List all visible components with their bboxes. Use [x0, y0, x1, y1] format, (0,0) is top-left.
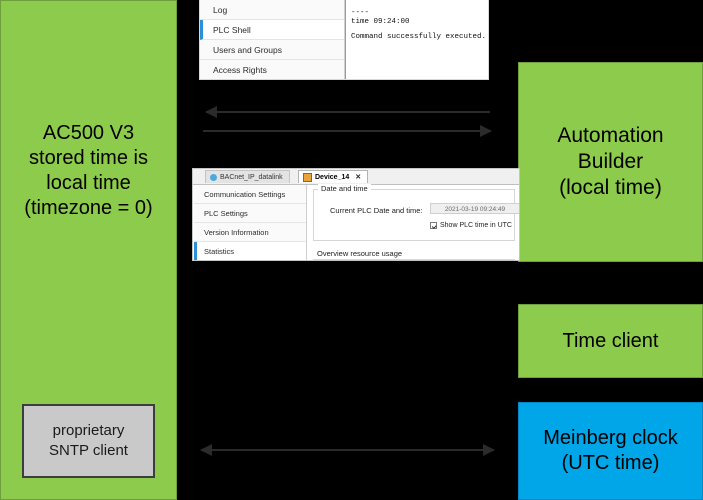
- console-line-status: Command successfully executed.: [351, 32, 487, 41]
- label-overview-resource-usage: Overview resource usage: [317, 249, 403, 258]
- sidebar-item-statistics[interactable]: Statistics: [194, 242, 306, 260]
- panel-time-client: Time client: [518, 304, 703, 378]
- arrow-bidirectional-bottom: [200, 443, 495, 457]
- console-line-time: time 09:24:00: [351, 18, 410, 27]
- panel-ac500-line-2: stored time is: [29, 147, 148, 169]
- box-sntp-line-1: proprietary: [52, 421, 125, 439]
- sidebar-item-access-rights[interactable]: Access Rights: [200, 60, 344, 79]
- panel-meinberg-line-2: (UTC time): [561, 452, 660, 474]
- tab-bacnet-ip-datalink-label: BACnet_IP_datalink: [220, 173, 283, 181]
- panel-ac500-line-4: (timezone = 0): [24, 197, 153, 219]
- sidebar-item-users-and-groups[interactable]: Users and Groups: [200, 40, 344, 60]
- box-sntp-line-2: SNTP client: [49, 442, 128, 459]
- panel-automation-builder: Automation Builder (local time): [518, 62, 703, 262]
- panel-meinberg-line-1: Meinberg clock: [543, 427, 678, 449]
- sidebar-item-plc-shell[interactable]: PLC Shell: [200, 20, 344, 40]
- plc-shell-sidebar: Log PLC Shell Users and Groups Access Ri…: [200, 0, 345, 79]
- group-date-and-time-title: Date and time: [318, 184, 371, 193]
- arrow-right-lower: [203, 124, 492, 138]
- tab-bacnet-ip-datalink[interactable]: BACnet_IP_datalink: [205, 170, 290, 183]
- box-sntp-label: proprietary SNTP client: [49, 421, 128, 462]
- device-icon: [303, 172, 312, 182]
- checkbox-show-plc-time-in-utc-label: Show PLC time in UTC: [440, 222, 512, 229]
- sidebar-item-communication-settings[interactable]: Communication Settings: [194, 185, 306, 204]
- device-content-pane: Date and time Current PLC Date and time:…: [307, 184, 519, 260]
- arrow-right-lower-line: [203, 130, 491, 132]
- panel-time-client-label: Time client: [562, 329, 659, 352]
- screenshot-device-statistics: BACnet_IP_datalink Device_14 ✕ Communica…: [192, 168, 520, 261]
- arrow-right-lower-head: [480, 125, 492, 137]
- device-sidebar: Communication Settings PLC Settings Vers…: [194, 185, 307, 260]
- close-icon[interactable]: ✕: [355, 173, 362, 181]
- checkbox-icon[interactable]: [430, 222, 437, 229]
- arrow-bidirectional-bottom-head-right: [483, 444, 495, 456]
- field-current-plc-date-and-time[interactable]: 2021-03-19 09:24:49: [430, 203, 519, 214]
- arrow-bidirectional-bottom-line: [201, 449, 494, 451]
- sidebar-item-version-information[interactable]: Version Information: [194, 223, 306, 242]
- box-proprietary-sntp-client: proprietary SNTP client: [22, 404, 155, 478]
- globe-icon: [210, 173, 217, 181]
- panel-automation-builder-label: Automation Builder (local time): [557, 123, 663, 202]
- arrow-left-upper-head: [205, 106, 217, 118]
- tab-device-14[interactable]: Device_14 ✕: [298, 170, 369, 183]
- device-tab-bar: BACnet_IP_datalink Device_14 ✕: [193, 169, 519, 185]
- overview-divider: [313, 259, 515, 260]
- plc-shell-console-output[interactable]: ---- time 09:24:00 Command successfully …: [345, 0, 488, 79]
- arrow-left-upper-line: [206, 111, 490, 113]
- sidebar-item-log[interactable]: Log: [200, 0, 344, 20]
- panel-ac500-v3-label: AC500 V3 stored time is local time (time…: [24, 121, 152, 221]
- arrow-left-upper: [205, 105, 490, 119]
- tab-device-14-label: Device_14: [315, 173, 350, 181]
- sidebar-item-plc-settings[interactable]: PLC Settings: [194, 204, 306, 223]
- panel-ac500-line-3: local time: [46, 172, 131, 194]
- checkbox-show-plc-time-in-utc[interactable]: Show PLC time in UTC: [430, 222, 512, 229]
- panel-ab-line-2: Builder: [577, 149, 644, 173]
- console-line-separator: ----: [351, 9, 370, 17]
- arrow-bidirectional-bottom-head-left: [200, 444, 212, 456]
- screenshot-plc-shell: Log PLC Shell Users and Groups Access Ri…: [199, 0, 489, 80]
- panel-meinberg-clock-label: Meinberg clock (UTC time): [543, 426, 678, 476]
- label-current-plc-date-and-time: Current PLC Date and time:: [330, 206, 423, 215]
- panel-ab-line-1: Automation: [557, 123, 664, 147]
- panel-ac500-line-1: AC500 V3: [42, 122, 135, 144]
- panel-ab-line-3: (local time): [559, 176, 662, 200]
- group-date-and-time: Date and time Current PLC Date and time:…: [313, 184, 519, 241]
- panel-meinberg-clock: Meinberg clock (UTC time): [518, 402, 703, 500]
